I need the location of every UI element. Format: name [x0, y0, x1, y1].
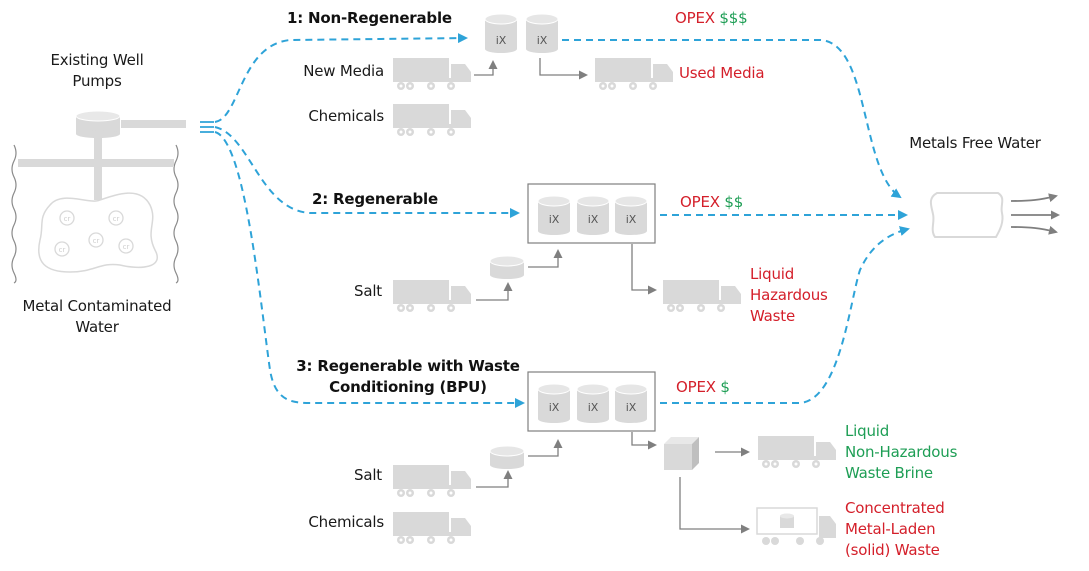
option-1-title: 1: Non-Regenerable: [287, 9, 452, 27]
output-line: Waste: [750, 307, 795, 325]
aquifer-shape: [38, 192, 158, 273]
outlet-pipe: [121, 120, 186, 128]
option-1-output-used-media: Used Media: [679, 64, 765, 82]
bpu-unit-icon: [664, 437, 699, 470]
clean-water-pipe-icon: [929, 192, 1060, 238]
output-line: Concentrated: [845, 499, 945, 517]
well-wall-left: [11, 144, 17, 284]
truck-icon: [393, 465, 471, 497]
output-line: Hazardous: [750, 286, 828, 304]
option-3-opex: OPEX $: [676, 377, 730, 398]
truck-icon: [758, 436, 836, 468]
ix-label: iX: [549, 213, 560, 226]
opex-label: OPEX: [680, 193, 720, 211]
ion-label: cr: [64, 215, 71, 223]
title-line: Conditioning (BPU): [329, 378, 487, 396]
ix-label: iX: [588, 401, 599, 414]
chromium-ion-icon: [59, 210, 75, 226]
truck-icon: [663, 280, 741, 312]
flow-line-option-2: [214, 126, 520, 218]
chromium-ion-icon: [54, 241, 70, 257]
source-title: Existing Well Pumps: [50, 51, 144, 90]
chromium-ion-icon: [108, 210, 124, 226]
option-2-equipment: iX iX iX: [393, 183, 741, 312]
option-2-input-salt: Salt: [354, 282, 382, 300]
output-line: Liquid: [845, 422, 890, 440]
opex-label: OPEX: [676, 378, 716, 396]
waste-arrow: [539, 58, 588, 80]
option-3-title: 3: Regenerable with Waste Conditioning (…: [296, 356, 520, 398]
option-3-output-non-hazardous-brine: Liquid Non-Hazardous Waste Brine: [845, 421, 957, 484]
output-line: Liquid: [750, 265, 795, 283]
output-line: Waste Brine: [845, 464, 933, 482]
option-3-input-salt: Salt: [354, 466, 382, 484]
output-line: Non-Hazardous: [845, 443, 958, 461]
flow-lines: [200, 33, 910, 408]
option-3-input-chemicals: Chemicals: [308, 513, 384, 531]
well-wall-right: [173, 144, 179, 284]
option-2-opex: OPEX $$: [680, 192, 743, 213]
ion-label: cr: [113, 215, 120, 223]
flow-line-stub: [200, 121, 214, 133]
ix-label: iX: [588, 213, 599, 226]
option-1-opex: OPEX $$$: [675, 8, 748, 29]
ix-label: iX: [549, 401, 560, 414]
option-2-output-liquid-hazardous-waste: Liquid Hazardous Waste: [750, 264, 828, 327]
flow-line-option-3: [214, 131, 525, 408]
well-shaft: [94, 136, 102, 200]
option-1-input-chemicals: Chemicals: [308, 107, 384, 125]
option-2-title: 2: Regenerable: [312, 190, 438, 208]
brine-tank-icon: [489, 255, 525, 280]
output-line: (solid) Waste: [845, 541, 940, 559]
truck-icon: [595, 58, 673, 90]
ix-label: iX: [626, 213, 637, 226]
brine-tank-icon: [489, 445, 525, 470]
well-illustration: cr cr cr cr cr: [11, 110, 186, 284]
feed-arrow: [474, 60, 498, 76]
title-line: 3: Regenerable with Waste: [296, 357, 520, 375]
option-3-equipment: iX iX iX: [393, 371, 836, 545]
option-1-input-new-media: New Media: [303, 62, 384, 80]
option-1-equipment: iX iX: [393, 13, 673, 136]
flow-line-out-1: [562, 39, 902, 199]
chromium-ion-icons: cr cr cr cr cr: [54, 210, 134, 257]
opex-cost: $$: [724, 193, 744, 211]
output-line: Metal-Laden: [845, 520, 936, 538]
opex-label: OPEX: [675, 9, 715, 27]
ix-label: iX: [537, 34, 548, 47]
truck-icon: [393, 58, 471, 90]
truck-icon: [393, 104, 471, 136]
source-water-label: Metal Contaminated Water: [22, 297, 172, 336]
ix-label: iX: [626, 401, 637, 414]
truck-icon: [393, 280, 471, 312]
option-3-output-solid-waste: Concentrated Metal-Laden (solid) Waste: [845, 498, 945, 561]
flow-line-option-1: [214, 33, 468, 123]
pump-icon: [75, 110, 186, 138]
ion-label: cr: [59, 246, 66, 254]
solid-waste-truck-icon: [756, 507, 836, 545]
opex-cost: $$$: [719, 9, 748, 27]
ion-label: cr: [93, 237, 100, 245]
ion-label: cr: [123, 243, 130, 251]
ix-label: iX: [496, 34, 507, 47]
chromium-ion-icon: [118, 238, 134, 254]
output-label: Metals Free Water: [909, 134, 1041, 152]
opex-cost: $: [720, 378, 730, 396]
chromium-ion-icon: [88, 232, 104, 248]
truck-icon: [393, 512, 471, 544]
